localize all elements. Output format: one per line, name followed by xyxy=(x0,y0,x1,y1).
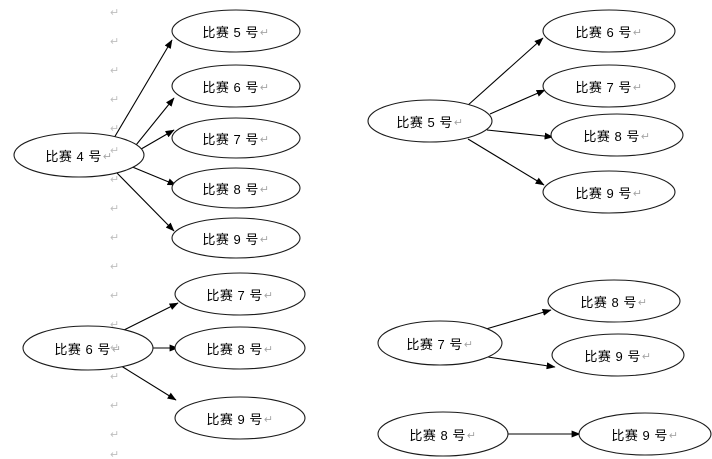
edge-7-to-8 xyxy=(485,308,552,330)
paragraph-mark-icon: ↵ xyxy=(110,232,120,244)
node-match-5-target[interactable] xyxy=(171,9,301,53)
edge-4-to-7 xyxy=(135,129,175,153)
edge-group-match-5 xyxy=(367,9,684,214)
node-match-9-target-4[interactable] xyxy=(551,333,685,377)
edge-5-to-9 xyxy=(467,138,545,186)
paragraph-mark-icon: ↵ xyxy=(110,65,120,77)
node-match-8-target-3[interactable] xyxy=(174,326,306,370)
paragraph-mark-icon: ↵ xyxy=(110,94,120,106)
node-match-6-source[interactable] xyxy=(22,325,154,371)
edge-4-to-9 xyxy=(115,171,175,232)
edge-group-match-8 xyxy=(377,411,712,457)
paragraph-mark-icon: ↵ xyxy=(110,174,120,186)
node-match-8-target-2[interactable] xyxy=(550,113,684,157)
edge-5-to-7 xyxy=(489,89,546,115)
edge-group-match-4 xyxy=(13,9,301,259)
node-match-9-target-3[interactable] xyxy=(174,396,306,440)
paragraph-mark-icon: ↵ xyxy=(110,145,120,157)
node-match-7-target[interactable] xyxy=(171,117,301,159)
edge-7-to-9 xyxy=(487,356,556,370)
paragraph-mark-icon: ↵ xyxy=(110,261,120,273)
edge-6-to-9 xyxy=(117,363,177,401)
paragraph-mark-icon: ↵ xyxy=(110,123,120,135)
node-match-6-target[interactable] xyxy=(171,64,301,108)
paragraph-mark-icon: ↵ xyxy=(110,290,120,302)
node-match-4-source[interactable] xyxy=(13,132,145,178)
node-match-9-target-5[interactable] xyxy=(578,412,712,456)
paragraph-mark-icon: ↵ xyxy=(110,371,120,383)
node-match-7-target-2[interactable] xyxy=(542,64,676,108)
edge-4-to-6 xyxy=(131,97,175,151)
paragraph-mark-icon: ↵ xyxy=(110,7,120,19)
paragraph-mark-icon: ↵ xyxy=(110,449,120,459)
paragraph-mark-icon: ↵ xyxy=(110,342,120,354)
edge-group-match-7 xyxy=(377,279,685,377)
paragraph-mark-icon: ↵ xyxy=(110,429,120,441)
paragraph-mark-icon: ↵ xyxy=(110,400,120,412)
paragraph-mark-icon: ↵ xyxy=(110,36,120,48)
edge-4-to-8 xyxy=(129,165,177,186)
paragraph-mark-icon: ↵ xyxy=(110,203,120,215)
node-match-6-target-2[interactable] xyxy=(542,9,676,53)
edge-5-to-8 xyxy=(486,129,554,140)
node-match-8-target[interactable] xyxy=(171,167,301,209)
node-match-9-target[interactable] xyxy=(171,217,301,259)
node-match-7-target-3[interactable] xyxy=(174,272,306,316)
node-match-8-target-4[interactable] xyxy=(547,279,681,323)
node-match-8-source[interactable] xyxy=(377,411,509,457)
edge-6-to-7 xyxy=(119,302,179,333)
edge-group-match-6 xyxy=(22,272,306,440)
node-match-9-target-2[interactable] xyxy=(542,170,676,214)
node-match-7-source[interactable] xyxy=(377,320,503,366)
edge-5-to-6 xyxy=(466,37,544,107)
paragraph-mark-icon: ↵ xyxy=(110,319,120,331)
node-match-5-source[interactable] xyxy=(367,99,493,143)
edge-4-to-5 xyxy=(113,39,173,139)
